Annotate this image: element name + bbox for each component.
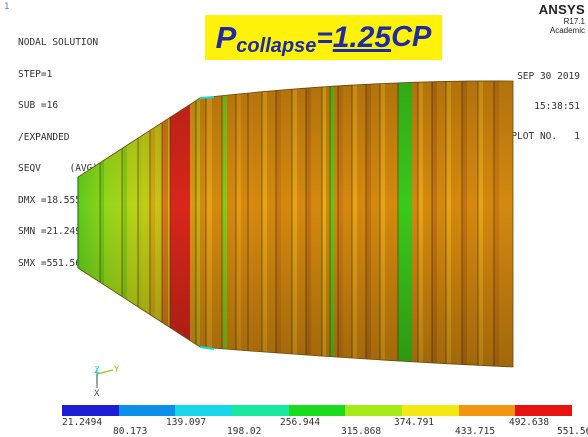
legend-label-top: 374.791 (394, 417, 435, 428)
triad-x-label: X (94, 389, 100, 398)
legend-swatch (515, 405, 573, 416)
legend-swatch (232, 405, 289, 416)
legend-label-bottom: 433.715 (455, 426, 496, 437)
axis-triad: Z Y X (94, 365, 120, 398)
triad-y-label: Y (114, 365, 120, 375)
legend-label-bottom: 551.562 (557, 426, 588, 437)
model-outline (77, 80, 514, 368)
legend-label-top: 139.097 (166, 417, 207, 428)
model-edge-highlight-bottom (199, 346, 215, 350)
legend-label-top: 21.2494 (62, 417, 103, 428)
info-line-sub: SUB =16 (18, 100, 59, 111)
legend-swatch (458, 405, 516, 416)
legend-swatch (175, 405, 233, 416)
brand-version: R17.1 (563, 17, 585, 26)
solution-info: NODAL SOLUTION STEP=1 SUB =16 /EXPANDED … (18, 17, 98, 280)
contour-legend-bar (62, 405, 573, 416)
legend-swatch (288, 405, 346, 416)
info-line-step: STEP=1 (18, 68, 53, 80)
run-info: SEP 30 2019 15:38:51 PLOT NO. 1 (511, 52, 580, 152)
solution-title: NODAL SOLUTION (18, 37, 99, 48)
collapse-pressure-banner: P collapse = 1.25 CP (205, 15, 442, 60)
banner-subscript: collapse (236, 35, 317, 57)
legend-label-bottom: 80.173 (113, 426, 148, 437)
brand-edition: Academic (549, 26, 585, 35)
legend-label-bottom: 315.868 (341, 426, 382, 437)
legend-swatch (345, 405, 403, 416)
info-line-expanded: /EXPANDED (18, 131, 70, 143)
banner-equals: = (316, 21, 333, 53)
legend-label-bottom: 198.02 (227, 426, 262, 437)
banner-value: 1.25 (332, 20, 392, 54)
banner-unit: CP (391, 21, 432, 53)
triad-y-axis (96, 369, 114, 375)
run-date: SEP 30 2019 (517, 71, 580, 82)
triad-z-label: Z (94, 366, 100, 376)
plot-number: PLOT NO. 1 (511, 131, 580, 142)
info-line-smx: SMX =551.562 (18, 257, 87, 269)
legend-label-top: 492.638 (509, 417, 550, 428)
banner-p: P (215, 19, 237, 55)
model-edge-highlight-top (199, 96, 215, 99)
brand-name: ANSYS (538, 2, 585, 17)
info-line-smn: SMN =21.2494 (18, 226, 87, 237)
legend-swatch (402, 405, 459, 416)
run-time: 15:38:51 (534, 101, 580, 112)
ansys-logo: ANSYS R17.1 Academic (539, 2, 585, 35)
info-line-seqv: SEQV (AVG) (18, 163, 99, 174)
legend-label-top: 256.944 (280, 417, 321, 428)
info-line-dmx: DMX =18.5554 (18, 194, 87, 206)
legend-swatch (118, 405, 176, 416)
legend-swatch (62, 405, 119, 416)
model-body (78, 80, 513, 367)
window-number: 1 (4, 2, 10, 12)
